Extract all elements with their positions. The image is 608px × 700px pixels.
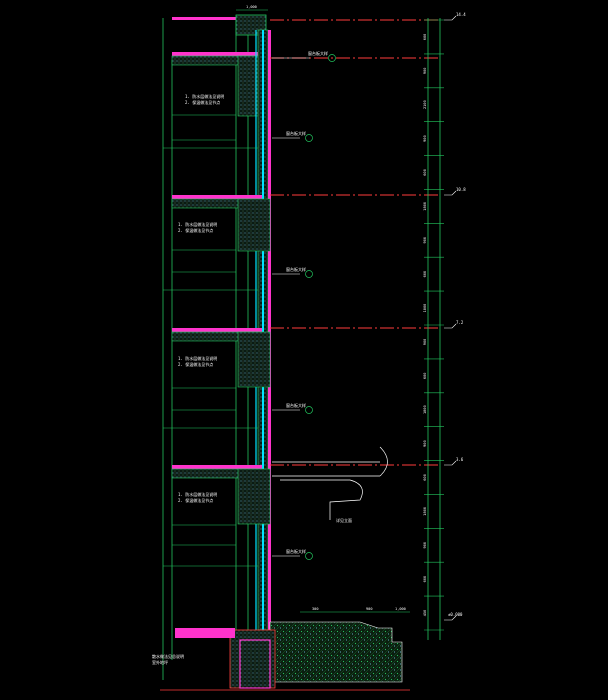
top-dimension: 1,000 [246,5,257,9]
note-3b: 2. 保温做法见节点 [178,361,213,367]
note-4a: 1. 防水层做法见说明 [178,491,217,497]
dim-text: 450 [423,610,427,617]
note-3a: 1. 防水层做法见说明 [178,355,217,361]
callout-leaders [272,57,310,557]
note-1b: 2. 保温做法见节点 [185,99,220,105]
level-tag-2: 7.2 [456,320,464,325]
note-1a: 1. 防水层做法见说明 [185,93,224,99]
dim-text: 900 [423,237,427,244]
dim-text: 900 [423,135,427,142]
dim-text: 900 [423,68,427,75]
dim-text: 1800 [423,507,427,516]
floor-slab-1 [171,195,271,252]
note-4b: 2. 保温做法见节点 [178,497,213,503]
bottom-dim-1: 300 [312,607,319,611]
dim-text: 600 [423,271,427,278]
callout-label-3: 窗台板大样 [286,266,306,272]
dim-text: 900 [423,542,427,549]
level-tag-4: 14.4 [456,12,466,17]
dimension-texts: 600 900 2100 900 600 1800 900 600 1800 900 600 1800… [423,34,427,617]
floor-slab-3 [171,465,271,525]
dimension-chain [427,18,441,640]
floor-level-lines [270,19,440,466]
window-lines [163,114,258,567]
level-tag-1: 3.6 [456,457,464,462]
note-2a: 1. 防水层做法见说明 [178,221,217,227]
dim-text: 600 [423,474,427,481]
callout-label-1: 窗台板大样 [308,50,328,56]
level-tag-3: 10.8 [456,187,466,192]
parapet: 1,000 [172,5,268,36]
balcony-note: 详见立面 [336,517,352,523]
roof-slab [171,52,271,117]
level-tags [444,15,457,621]
callout-circles [305,54,336,560]
dim-text: 600 [423,373,427,380]
dim-text: 1800 [423,304,427,313]
foundation [160,621,410,691]
bottom-dim-3: 1,000 [395,607,406,611]
callout-label-5: 窗台板大样 [286,548,306,554]
floor-slab-2 [171,328,271,388]
bottom-note-2: 室外地坪 [152,659,168,665]
left-frame-lines [162,18,249,680]
dimension-ticks [424,19,444,631]
dim-text: 1800 [423,405,427,414]
dim-text: 1800 [423,202,427,211]
bottom-dim-2: 900 [366,607,373,611]
balcony-awning [272,446,388,520]
dim-text: 900 [423,339,427,346]
dim-text: 900 [423,440,427,447]
callout-label-4: 窗台板大样 [286,402,306,408]
dim-text: 600 [423,576,427,583]
callout-label-2: 窗台板大样 [286,130,306,136]
dim-text: 600 [423,169,427,176]
dim-text: 2100 [423,100,427,109]
note-2b: 2. 保温做法见节点 [178,227,213,233]
bottom-note-1: 散水做法见总说明 [152,653,184,659]
dim-text: 600 [423,34,427,41]
level-tag-0: ±0.000 [448,612,463,617]
